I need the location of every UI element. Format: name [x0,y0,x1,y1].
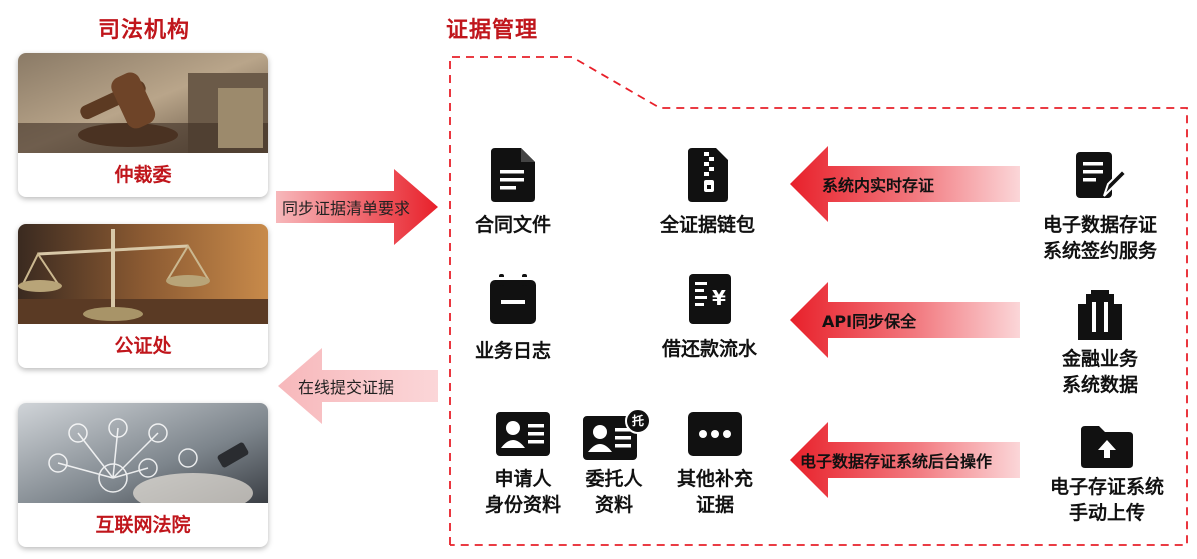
item-loan-repayment-flow[interactable]: ¥ 借还款流水 [652,274,767,362]
arrow-sync-evidence-request: 同步证据清单要求 [276,169,438,245]
arrow-label: 系统内实时存证 [822,176,935,195]
card-label: 互联网法院 [95,514,191,536]
judicial-heading: 司法机构 [98,18,191,43]
arrow-label: 在线提交证据 [298,378,395,397]
item-label-line1: 申请人 [494,468,552,490]
item-trustee-docs[interactable]: 托 委托人 资料 [578,408,651,518]
source-financial-business-data[interactable]: 金融业务 系统数据 [1040,290,1160,398]
source-label-line1: 电子数据存证 [1042,214,1157,236]
item-contract-files[interactable]: 合同文件 [468,148,558,238]
item-label: 全证据链包 [659,214,755,236]
left-arrow-shape [790,282,1020,358]
arrow-label: 电子数据存证系统后台操作 [800,452,993,471]
document-edit-icon [1076,152,1126,198]
calendar-icon [490,274,536,324]
arrow-realtime-storage: 系统内实时存证 [790,146,1020,222]
item-label: 业务日志 [474,340,551,362]
svg-text:¥: ¥ [712,286,726,310]
item-label: 合同文件 [474,214,551,236]
more-icon [688,412,742,456]
id-card-icon [496,412,550,456]
gavel-photo [18,53,268,153]
item-evidence-chain-package[interactable]: 全证据链包 [650,148,765,238]
receipt-yen-icon: ¥ [688,274,731,324]
zip-file-icon [687,148,728,202]
source-label-line2: 系统签约服务 [1042,240,1157,262]
item-label-line1: 委托人 [585,468,643,490]
card-arbitration[interactable]: 仲裁委 [18,53,268,197]
left-arrow-shape [790,422,1020,498]
source-label-line2: 系统数据 [1061,374,1138,396]
card-label: 公证处 [114,335,172,357]
card-label: 仲裁委 [114,164,172,186]
document-icon [491,148,535,202]
left-arrow-shape [278,348,438,424]
item-label-line2: 身份资料 [484,494,561,516]
source-label-line1: 电子存证系统 [1049,476,1164,498]
building-icon [1078,290,1122,340]
id-card-icon [583,416,637,460]
tech-court-photo [18,403,268,503]
item-applicant-id[interactable]: 申请人 身份资料 [478,412,568,518]
arrow-backend-operation: 电子数据存证系统后台操作 [790,422,1020,498]
arrow-label: API同步保全 [822,312,917,331]
trustee-badge: 托 [625,408,651,434]
arrow-submit-evidence: 在线提交证据 [278,348,438,424]
card-internet-court[interactable]: 互联网法院 [18,403,268,547]
source-label-line2: 手动上传 [1068,502,1145,524]
source-e-data-signing-service[interactable]: 电子数据存证 系统签约服务 [1030,150,1170,264]
item-label-line2: 证据 [695,494,734,516]
source-label-line1: 金融业务 [1061,348,1138,370]
item-label-line1: 其他补充 [676,468,753,490]
folder-upload-icon [1081,426,1133,468]
left-arrow-shape [790,146,1020,222]
arrow-label: 同步证据清单要求 [282,199,411,218]
evidence-heading: 证据管理 [446,18,539,43]
source-manual-upload[interactable]: 电子存证系统 手动上传 [1032,424,1182,526]
card-notary[interactable]: 公证处 [18,224,268,368]
right-arrow-shape [276,169,438,245]
scales-photo [18,224,268,324]
arrow-api-sync: API同步保全 [790,282,1020,358]
item-label: 借还款流水 [661,338,757,360]
item-other-evidence[interactable]: 其他补充 证据 [665,412,765,518]
item-business-log[interactable]: 业务日志 [468,274,558,364]
item-label-line2: 资料 [594,494,633,516]
